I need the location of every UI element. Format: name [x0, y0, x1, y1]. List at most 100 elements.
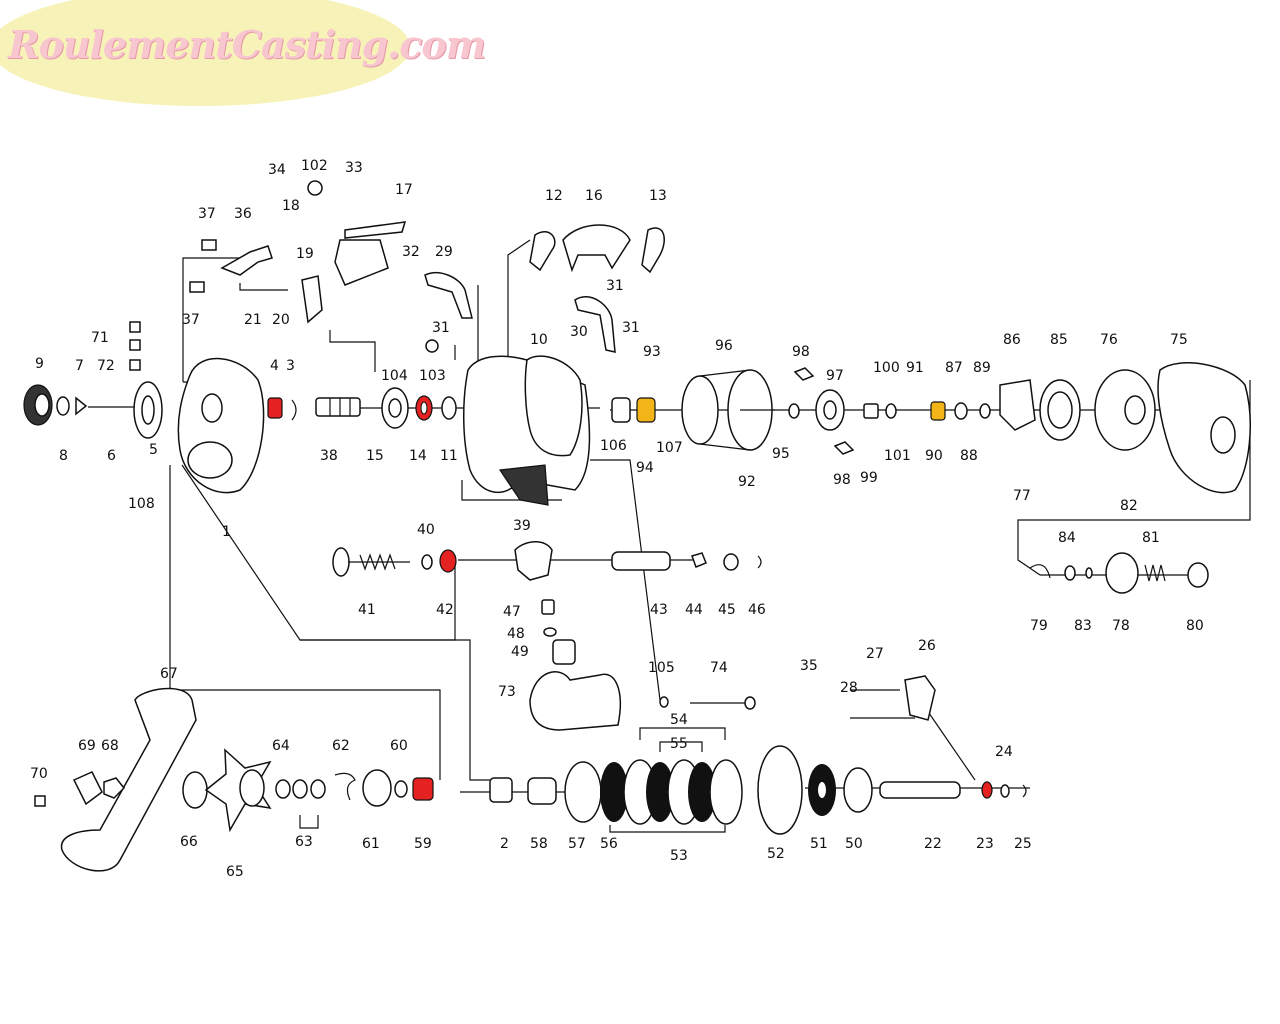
part-label: 4 [270, 358, 279, 374]
part-label: 3 [286, 358, 295, 374]
part-label: 51 [810, 836, 828, 852]
part-label: 8 [59, 448, 68, 464]
part-label: 94 [636, 460, 654, 476]
part-label: 15 [366, 448, 384, 464]
part-label: 52 [767, 846, 785, 862]
part-label: 107 [656, 440, 683, 456]
part-label: 41 [358, 602, 376, 618]
part-label: 21 [244, 312, 262, 328]
part-label: 89 [973, 360, 991, 376]
part-label: 81 [1142, 530, 1160, 546]
part-label: 79 [1030, 618, 1048, 634]
part-label: 36 [234, 206, 252, 222]
part-label: 69 [78, 738, 96, 754]
part-label: 11 [440, 448, 458, 464]
part-label: 46 [748, 602, 766, 618]
part-label: 23 [976, 836, 994, 852]
part-label: 48 [507, 626, 525, 642]
part-label: 100 [873, 360, 900, 376]
part-label: 10 [530, 332, 548, 348]
part-label: 92 [738, 474, 756, 490]
part-label: 33 [345, 160, 363, 176]
part-label: 106 [600, 438, 627, 454]
part-label: 39 [513, 518, 531, 534]
part-label: 58 [530, 836, 548, 852]
part-label: 72 [97, 358, 115, 374]
part-label: 75 [1170, 332, 1188, 348]
part-label: 5 [149, 442, 158, 458]
part-label: 1 [222, 524, 231, 540]
part-label: 31 [622, 320, 640, 336]
part-label: 25 [1014, 836, 1032, 852]
part-label: 96 [715, 338, 733, 354]
part-label: 13 [649, 188, 667, 204]
part-label: 27 [866, 646, 884, 662]
part-label: 90 [925, 448, 943, 464]
part-label: 84 [1058, 530, 1076, 546]
part-label: 12 [545, 188, 563, 204]
part-label: 63 [295, 834, 313, 850]
part-label: 34 [268, 162, 286, 178]
part-label: 17 [395, 182, 413, 198]
part-label: 86 [1003, 332, 1021, 348]
part-label: 68 [101, 738, 119, 754]
part-label: 103 [419, 368, 446, 384]
part-label: 105 [648, 660, 675, 676]
part-label: 98 [792, 344, 810, 360]
part-label: 67 [160, 666, 178, 682]
part-label: 49 [511, 644, 529, 660]
part-label: 47 [503, 604, 521, 620]
part-label: 38 [320, 448, 338, 464]
part-labels: 1 2 3 4 5 6 7 8 9 10 11 12 13 14 15 16 1… [30, 158, 1204, 880]
part-label: 91 [906, 360, 924, 376]
part-label: 104 [381, 368, 408, 384]
part-label: 55 [670, 736, 688, 752]
part-label: 97 [826, 368, 844, 384]
part-label: 35 [800, 658, 818, 674]
group-brackets [299, 727, 726, 833]
part-label: 31 [606, 278, 624, 294]
part-label: 62 [332, 738, 350, 754]
part-label: 95 [772, 446, 790, 462]
part-label: 32 [402, 244, 420, 260]
part-label: 108 [128, 496, 155, 512]
part-label: 60 [390, 738, 408, 754]
part-label: 22 [924, 836, 942, 852]
part-label: 65 [226, 864, 244, 880]
part-label: 53 [670, 848, 688, 864]
part-label: 85 [1050, 332, 1068, 348]
part-label: 44 [685, 602, 703, 618]
part-label: 18 [282, 198, 300, 214]
part-label: 71 [91, 330, 109, 346]
part-label: 6 [107, 448, 116, 464]
part-label: 54 [670, 712, 688, 728]
part-label: 43 [650, 602, 668, 618]
part-label: 2 [500, 836, 509, 852]
part-label: 99 [860, 470, 878, 486]
part-label: 30 [570, 324, 588, 340]
part-label: 73 [498, 684, 516, 700]
part-label: 57 [568, 836, 586, 852]
part-label: 45 [718, 602, 736, 618]
part-label: 74 [710, 660, 728, 676]
part-label: 42 [436, 602, 454, 618]
part-label: 83 [1074, 618, 1092, 634]
part-label: 7 [75, 358, 84, 374]
part-label: 59 [414, 836, 432, 852]
part-label: 70 [30, 766, 48, 782]
part-label: 20 [272, 312, 290, 328]
part-label: 14 [409, 448, 427, 464]
part-label: 98 [833, 472, 851, 488]
part-label: 61 [362, 836, 380, 852]
part-label: 37 [182, 312, 200, 328]
part-label: 37 [198, 206, 216, 222]
part-label: 101 [884, 448, 911, 464]
part-label: 29 [435, 244, 453, 260]
part-label: 88 [960, 448, 978, 464]
part-label: 76 [1100, 332, 1118, 348]
part-label: 82 [1120, 498, 1138, 514]
assembly-lines [169, 239, 1251, 793]
part-label: 19 [296, 246, 314, 262]
part-label: 78 [1112, 618, 1130, 634]
